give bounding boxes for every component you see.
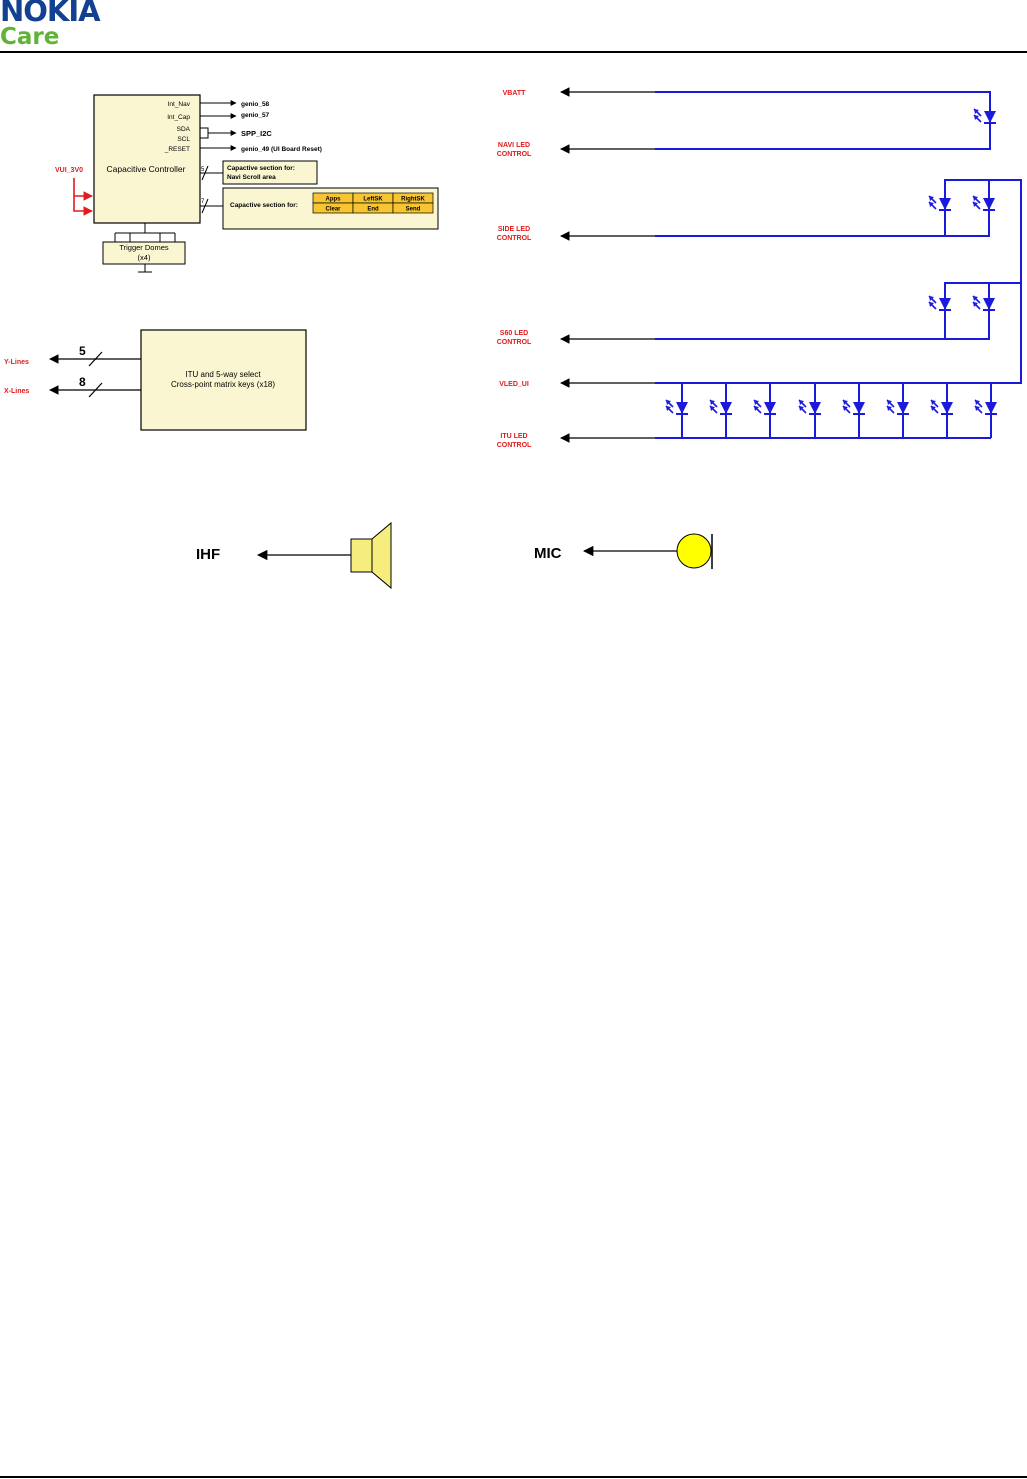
key-send: Send [406, 207, 421, 213]
logo-brand-name: NOKIA [0, 0, 101, 28]
led-circuit: VBATT NAVI LED CONTROL SIDE LED CONTROL … [497, 87, 1022, 449]
signal-vled-ui: VLED_UI [499, 381, 529, 388]
key-end: End [367, 207, 379, 213]
led-itu-2 [709, 399, 733, 415]
power-label-vui-3v0: VUI_3V0 [55, 167, 83, 174]
led-itu-8 [974, 399, 998, 415]
y-lines-label: Y-Lines [4, 359, 29, 366]
mic-label: MIC [534, 545, 562, 562]
led-s60-2 [972, 295, 996, 311]
matrix-line1: ITU and 5-way select [185, 370, 261, 379]
microphone-icon [676, 533, 713, 569]
y-lines-count: 5 [79, 344, 86, 358]
navi-section-area: Navi Scroll area [227, 174, 276, 181]
output-spp-i2c: SPP_I2C [241, 129, 272, 138]
keys-bus-width: 7 [201, 199, 205, 205]
signal-itu-led: ITU LED [500, 433, 527, 440]
led-navi [973, 108, 997, 124]
key-leftsk: LeftSK [363, 197, 383, 203]
ui-board-block-diagram: Capacitive Controller Int_Nav Int_Cap SD… [4, 87, 1022, 590]
trigger-domes-label: Trigger Domes [119, 243, 169, 252]
pin-reset: _RESET [164, 146, 190, 153]
led-itu-6 [886, 399, 910, 415]
signal-s60-control: CONTROL [497, 339, 532, 346]
led-side-2 [972, 195, 996, 211]
keys-section-label: Capactive section for: [230, 202, 298, 209]
pin-int-nav: Int_Nav [168, 101, 191, 108]
x-lines-count: 8 [79, 375, 86, 389]
ihf-label: IHF [196, 546, 220, 563]
capacitive-controller-block: Capacitive Controller Int_Nav Int_Cap SD… [55, 94, 439, 273]
speaker-icon [350, 521, 392, 590]
pin-int-cap: Int_Cap [167, 114, 190, 121]
controller-title: Capacitive Controller [107, 164, 186, 174]
output-genio-49: genio_49 (UI Board Reset) [241, 146, 322, 153]
header-rule [0, 51, 1027, 53]
led-side-1 [928, 195, 952, 211]
capacitive-key-grid: Apps LeftSK RightSK Clear End Send [312, 192, 434, 214]
key-apps: Apps [326, 197, 342, 203]
signal-s60-led: S60 LED [500, 330, 528, 337]
signal-vbatt: VBATT [503, 90, 527, 97]
matrix-line2: Cross-point matrix keys (x18) [171, 380, 275, 389]
footer-rule [0, 1476, 1027, 1478]
led-itu-1 [665, 399, 689, 415]
signal-side-control: CONTROL [497, 235, 532, 242]
matrix-keys-block: ITU and 5-way select Cross-point matrix … [4, 329, 307, 431]
led-itu-7 [930, 399, 954, 415]
signal-navi-control: CONTROL [497, 151, 532, 158]
pin-scl: SCL [177, 136, 190, 143]
led-s60-1 [928, 295, 952, 311]
key-rightsk: RightSK [401, 197, 425, 203]
signal-side-led: SIDE LED [498, 226, 530, 233]
x-lines-label: X-Lines [4, 388, 29, 395]
key-clear: Clear [325, 207, 341, 213]
output-genio-57: genio_57 [241, 112, 270, 119]
led-itu-3 [753, 399, 777, 415]
signal-navi-led: NAVI LED [498, 142, 530, 149]
led-itu-4 [798, 399, 822, 415]
output-genio-58: genio_58 [241, 101, 270, 108]
audio-section: IHF MIC [196, 521, 713, 590]
trigger-domes-count: (x4) [138, 253, 151, 262]
led-itu-5 [842, 399, 866, 415]
pin-sda: SDA [177, 126, 191, 133]
logo-brand-sub: Care [0, 24, 60, 50]
signal-itu-control: CONTROL [497, 442, 532, 449]
navi-bus-width: 5 [201, 167, 205, 173]
navi-section-label: Capactive section for: [227, 165, 295, 172]
